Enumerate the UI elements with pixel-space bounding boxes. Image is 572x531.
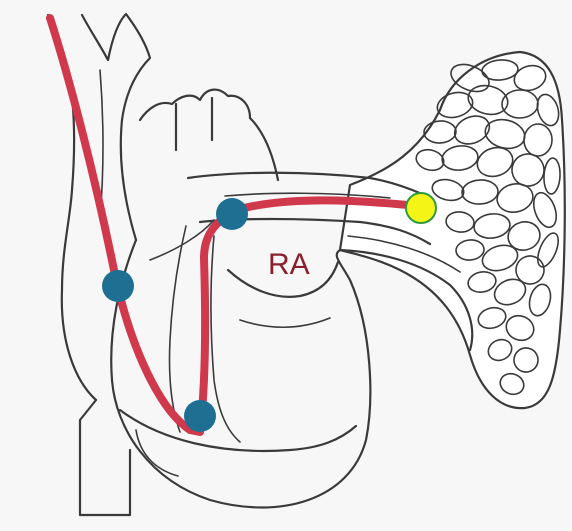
catheter-tip-marker <box>406 193 436 223</box>
marker-dot <box>102 270 134 302</box>
aortic-arch <box>140 90 278 180</box>
chamber-label-ra: RA <box>268 248 310 281</box>
heart-outline <box>111 220 370 508</box>
marker-dot <box>216 198 248 230</box>
vena-cava <box>48 14 150 515</box>
marker-dot <box>184 400 216 432</box>
